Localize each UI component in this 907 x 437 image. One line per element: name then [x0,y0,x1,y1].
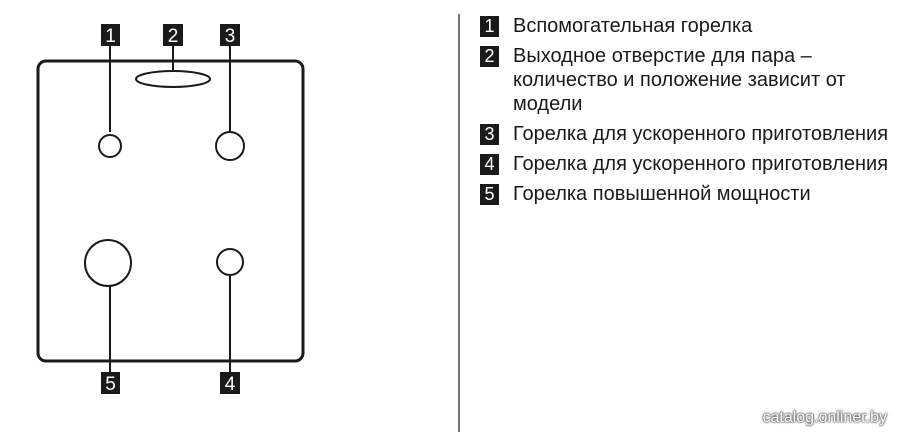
legend: 1 Вспомогательная горелка 2 Выходное отв… [480,14,900,212]
callout-2: 2 [163,24,183,47]
burner-rapid-bottom [216,248,244,276]
legend-badge-5: 5 [480,184,499,205]
callout-1: 1 [101,24,120,47]
cooktop-outline [36,59,305,363]
callout-5: 5 [101,372,120,395]
legend-item-2: 2 Выходное отверстие для пара – количест… [480,44,900,116]
legend-text-4: Горелка для ускоренного приготовления [513,153,889,175]
legend-item-5: 5 Горелка повышенной мощности [480,182,900,206]
callout-3-number: 3 [225,26,236,47]
legend-item-1: 1 Вспомогательная горелка [480,14,900,38]
legend-text-5: Горелка повышенной мощности [513,183,811,205]
watermark: catalog.onliner.by [762,409,887,426]
legend-text-3: Горелка для ускоренного приготовления [513,123,889,145]
callout-2-number: 2 [168,26,179,47]
burner-auxiliary [98,134,122,158]
legend-item-3: 3 Горелка для ускоренного приготовления [480,122,900,146]
legend-badge-2: 2 [480,46,499,67]
legend-badge-4: 4 [480,154,499,175]
steam-outlet [135,70,211,88]
callout-3: 3 [220,24,240,47]
hob-diagram: 1 2 3 4 5 [36,24,305,395]
legend-badge-1: 1 [480,16,499,37]
callout-1-number: 1 [105,26,116,47]
callout-4-number: 4 [225,374,236,395]
legend-text-1: Вспомогательная горелка [513,15,753,37]
legend-item-4: 4 Горелка для ускоренного приготовления [480,152,900,176]
burner-rapid-top [215,131,245,161]
callout-5-number: 5 [105,374,116,395]
legend-text-2: Выходное отверстие для пара – количество… [513,45,846,115]
legend-badge-3: 3 [480,124,499,145]
vertical-divider [458,14,460,432]
callout-4: 4 [220,372,240,395]
burner-high-power [84,239,132,287]
